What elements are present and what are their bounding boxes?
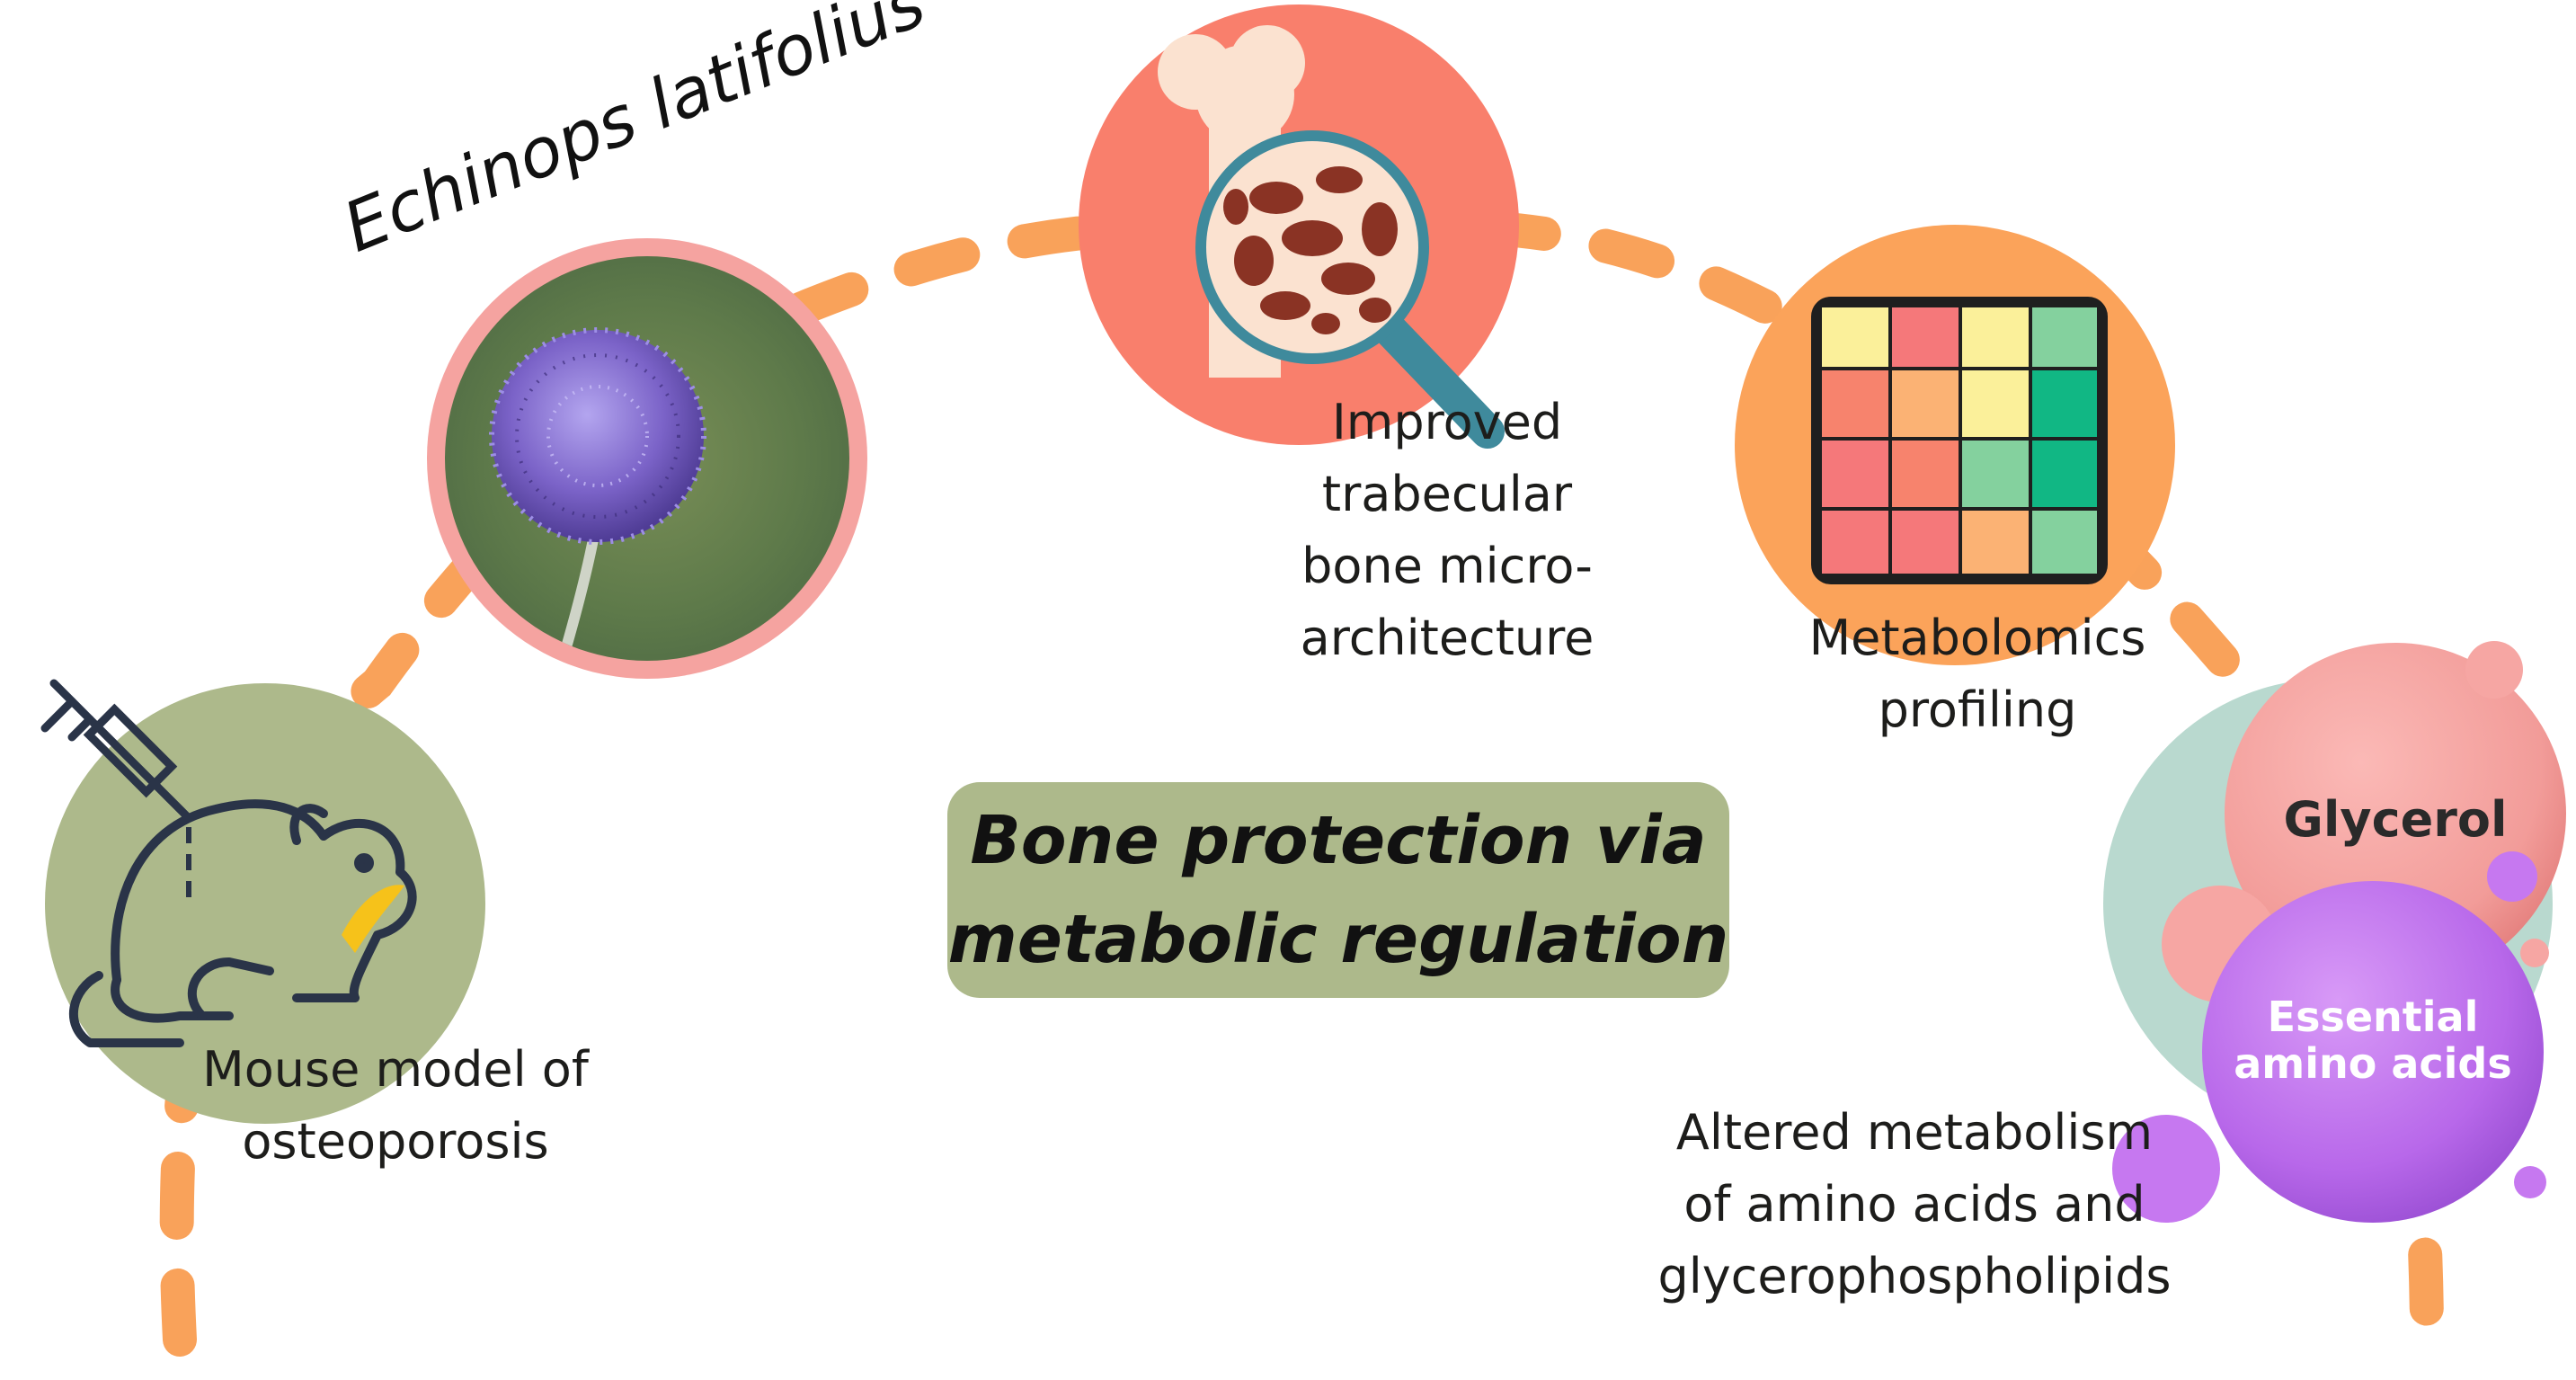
small-purple-bubble	[2514, 1166, 2546, 1198]
mouse-bone-highlight	[342, 885, 404, 953]
bone-node	[1079, 4, 1519, 449]
amino-bubble	[2202, 881, 2544, 1223]
small-pink-bubble	[2520, 939, 2549, 967]
mouse-model-label: Mouse model of osteoporosis	[202, 1041, 589, 1170]
glycerol-label: Glycerol	[2283, 791, 2508, 848]
small-pink-bubble	[2465, 641, 2523, 699]
mouse-node	[40, 679, 485, 1124]
central-title-box	[947, 782, 1729, 998]
plant-node	[427, 238, 867, 679]
syringe-icon	[40, 679, 193, 823]
altered-metabolism-label: Altered metabolism of amino acids and gl…	[1657, 1104, 2172, 1304]
result-node	[2103, 641, 2566, 1223]
metabolomics-node	[1735, 225, 2175, 665]
small-purple-bubble	[2112, 1115, 2220, 1223]
flower-photo	[445, 256, 849, 661]
essential-amino-acids-label: Essential amino acids	[2234, 993, 2512, 1088]
small-purple-bubble	[2487, 851, 2537, 902]
magnifier-icon	[1195, 130, 1505, 449]
metabolomics-label: Metabolomics profiling	[1808, 610, 2146, 738]
central-title: Bone protection via metabolic regulation	[947, 802, 1729, 978]
bone-improvement-label: Improved trabecular bone micro- architec…	[1300, 394, 1594, 666]
mouse-icon	[69, 799, 417, 1047]
heatmap-grid-icon	[1811, 297, 2108, 584]
